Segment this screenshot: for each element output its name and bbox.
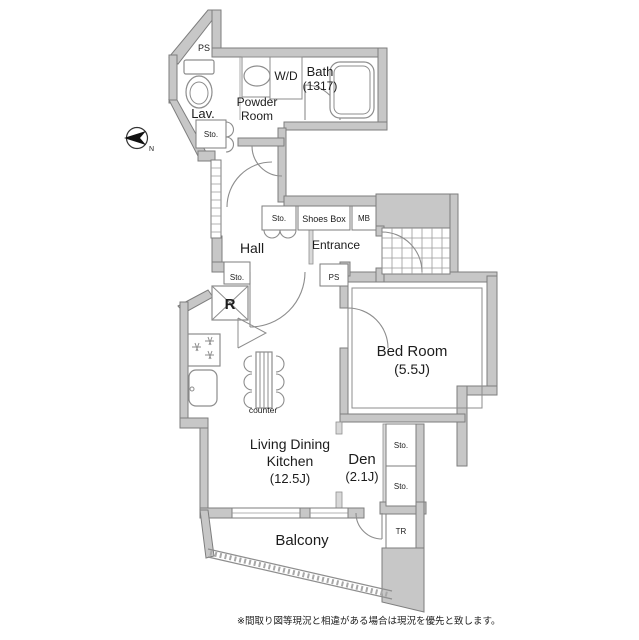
sto-bifold-hall bbox=[263, 229, 297, 239]
sto-bifold-lav bbox=[225, 121, 234, 153]
balcony-wall-windows bbox=[199, 507, 365, 519]
entrance-door bbox=[381, 231, 423, 273]
label-ldk-2: Kitchen bbox=[267, 453, 314, 469]
walls-entrance-block bbox=[211, 193, 498, 283]
label-powder-1: Powder bbox=[237, 95, 278, 109]
corridor-window bbox=[210, 159, 222, 239]
toilet-icon bbox=[183, 59, 215, 109]
powder-sink-icon bbox=[241, 56, 271, 98]
label-bed-size: (5.5J) bbox=[394, 361, 430, 377]
label-sto-left: Sto. bbox=[230, 273, 244, 282]
balcony-door bbox=[355, 512, 383, 540]
label-sto-1: Sto. bbox=[394, 441, 408, 450]
label-powder-2: Room bbox=[241, 109, 273, 123]
label-bath-size: (1317) bbox=[303, 79, 338, 93]
label-sto-lav: Sto. bbox=[204, 130, 218, 139]
bathtub-icon bbox=[329, 61, 375, 119]
room-labels: PS Lav. Powder Room W/D Bath (1317) Sto.… bbox=[191, 43, 447, 549]
label-counter: counter bbox=[249, 405, 278, 415]
label-tr: TR bbox=[396, 527, 407, 536]
ldk-door bbox=[249, 271, 306, 328]
label-sto-hall: Sto. bbox=[272, 214, 286, 223]
label-ldk-size: (12.5J) bbox=[270, 471, 310, 486]
stove-icon bbox=[187, 333, 221, 367]
label-bed-room: Bed Room bbox=[377, 343, 448, 360]
label-ps-top: PS bbox=[198, 43, 210, 53]
label-ps-right: PS bbox=[329, 273, 340, 282]
label-mb: MB bbox=[358, 214, 370, 223]
label-entrance: Entrance bbox=[312, 238, 360, 252]
label-den-size: (2.1J) bbox=[345, 469, 378, 484]
sto-under-lav-box bbox=[195, 119, 227, 149]
compass-icon: N bbox=[124, 126, 154, 153]
refrigerator-box bbox=[211, 285, 249, 321]
tv-board-icon bbox=[237, 317, 268, 349]
label-balcony: Balcony bbox=[275, 532, 329, 549]
closet-boxes bbox=[223, 205, 417, 549]
label-wd: W/D bbox=[274, 69, 298, 83]
door-arcs bbox=[225, 84, 423, 540]
bedroom-inner-line bbox=[351, 287, 483, 409]
counter-table-icon bbox=[243, 351, 285, 409]
label-refrigerator: R bbox=[225, 296, 236, 313]
disclaimer-text: ※間取り図等現況と相違がある場合は現況を優先と致します。 bbox=[237, 615, 501, 627]
hall-door bbox=[226, 161, 273, 208]
label-bath: Bath bbox=[307, 64, 334, 79]
kitchen-sink-icon bbox=[188, 369, 218, 407]
bedroom-door bbox=[347, 307, 389, 349]
balcony-railing bbox=[199, 509, 393, 600]
label-shoes-box: Shoes Box bbox=[302, 214, 346, 224]
wd-niche bbox=[269, 56, 303, 100]
label-hall: Hall bbox=[240, 240, 264, 256]
label-ldk-1: Living Dining bbox=[250, 436, 330, 452]
label-lav: Lav. bbox=[191, 106, 215, 121]
powder-door bbox=[251, 145, 283, 177]
compass-n-label: N bbox=[149, 146, 154, 153]
label-den: Den bbox=[348, 451, 376, 468]
label-sto-2: Sto. bbox=[394, 482, 408, 491]
